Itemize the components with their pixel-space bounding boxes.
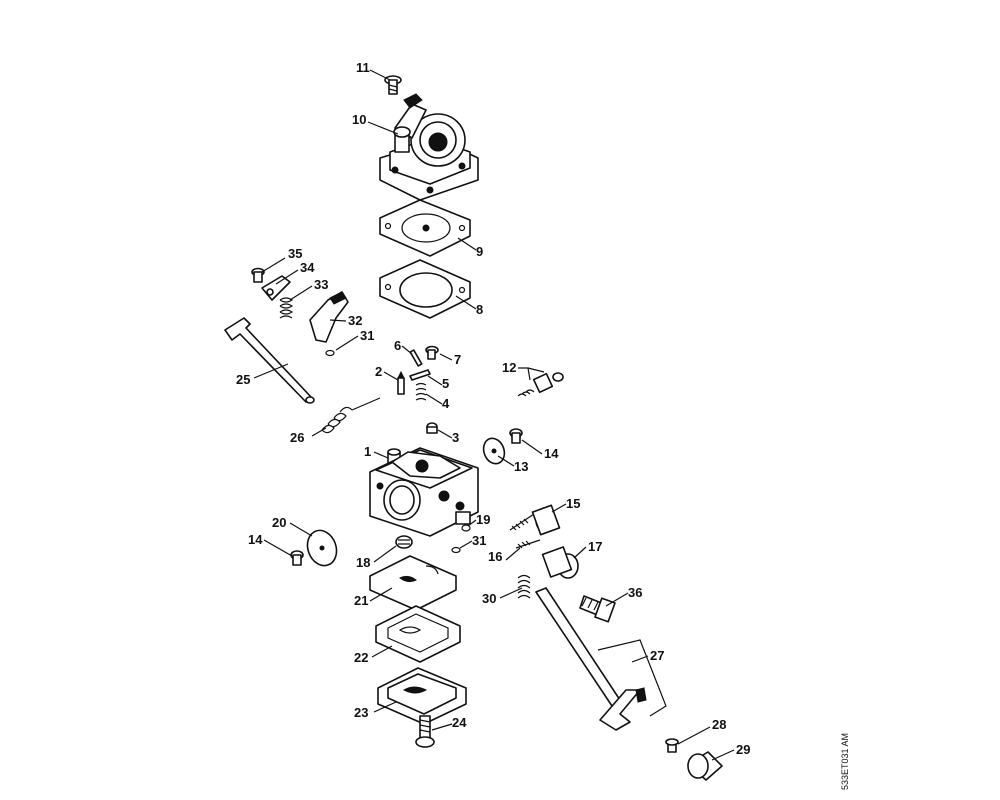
callout-20: 20 — [272, 515, 286, 530]
callout-24: 24 — [452, 715, 467, 730]
callout-36: 36 — [628, 585, 642, 600]
part-14-screw-bottom — [290, 550, 304, 566]
callout-15: 15 — [566, 496, 580, 511]
part-11-screw — [384, 75, 402, 95]
part-34-plate — [261, 275, 291, 301]
drawing-code: 533ET031 AM — [840, 733, 850, 790]
callout-10: 10 — [352, 112, 366, 127]
callout-14-bottom: 14 — [248, 532, 263, 547]
callout-12: 12 — [502, 360, 516, 375]
callout-31-top: 31 — [360, 328, 374, 343]
part-5-lever — [409, 369, 431, 381]
part-32-choke-lever — [309, 291, 349, 343]
leader-lines — [253, 69, 735, 761]
part-7-screw — [425, 345, 439, 360]
callout-29: 29 — [736, 742, 750, 757]
part-23-cover — [377, 667, 467, 725]
callout-7: 7 — [454, 352, 461, 367]
callout-3: 3 — [452, 430, 459, 445]
part-12-valve-assembly — [517, 372, 564, 397]
callout-9: 9 — [476, 244, 483, 259]
part-2-needle — [397, 370, 405, 395]
part-4-spring — [415, 382, 427, 401]
callout-14-top: 14 — [544, 446, 559, 461]
callout-32: 32 — [348, 313, 362, 328]
part-24-screw — [415, 715, 435, 748]
callout-4: 4 — [442, 396, 450, 411]
part-20-disc — [306, 529, 338, 567]
callout-2: 2 — [375, 364, 382, 379]
callout-26: 26 — [290, 430, 304, 445]
callout-33: 33 — [314, 277, 328, 292]
part-22-diaphragm — [375, 605, 461, 663]
callout-11: 11 — [356, 60, 370, 75]
part-17-limiter-cap — [541, 546, 579, 579]
callout-6: 6 — [394, 338, 401, 353]
part-21-gasket — [369, 555, 457, 611]
part-29-sleeve — [687, 751, 723, 781]
part-33-spring — [279, 297, 294, 319]
callout-34: 34 — [300, 260, 315, 275]
carburetor-body — [369, 447, 479, 537]
callout-21: 21 — [354, 593, 368, 608]
part-27-throttle-shaft — [535, 587, 667, 731]
part-8-gasket — [379, 259, 471, 319]
part-15-adjusting-screw — [509, 504, 561, 536]
part-9-gasket — [379, 199, 471, 257]
part-31-clip-bottom — [451, 546, 461, 554]
callout-17: 17 — [588, 539, 602, 554]
callout-8: 8 — [476, 302, 483, 317]
part-13-disc — [482, 437, 506, 465]
callout-1: 1 — [364, 444, 371, 459]
part-14-screw-top — [509, 428, 523, 444]
part-30-spring — [517, 574, 531, 599]
part-10-housing — [379, 93, 479, 201]
callout-19: 19 — [476, 512, 490, 527]
part-25-choke-shaft — [224, 317, 315, 404]
part-18-filter — [395, 535, 413, 549]
callout-31-bottom: 31 — [472, 533, 486, 548]
part-35-screw — [251, 267, 265, 283]
callout-27: 27 — [650, 648, 664, 663]
callout-16: 16 — [488, 549, 502, 564]
part-19-o-ring — [461, 524, 471, 532]
part-36-pump — [579, 595, 616, 623]
callout-25: 25 — [236, 372, 250, 387]
callout-35: 35 — [288, 246, 302, 261]
callout-18: 18 — [356, 555, 370, 570]
part-31-clip-top — [325, 349, 335, 357]
callout-22: 22 — [354, 650, 368, 665]
callout-23: 23 — [354, 705, 368, 720]
part-3-cap — [426, 422, 438, 434]
callout-30: 30 — [482, 591, 496, 606]
part-26-torsion-spring — [321, 397, 381, 434]
part-28-screw — [665, 738, 679, 753]
callout-labels: 11 10 9 8 35 34 33 32 31 25 26 6 7 2 5 4… — [236, 60, 750, 757]
callout-28: 28 — [712, 717, 726, 732]
part-6-pin — [409, 349, 423, 367]
callout-13: 13 — [514, 459, 528, 474]
part-16-adjusting-screw — [515, 539, 541, 549]
callout-5: 5 — [442, 376, 449, 391]
